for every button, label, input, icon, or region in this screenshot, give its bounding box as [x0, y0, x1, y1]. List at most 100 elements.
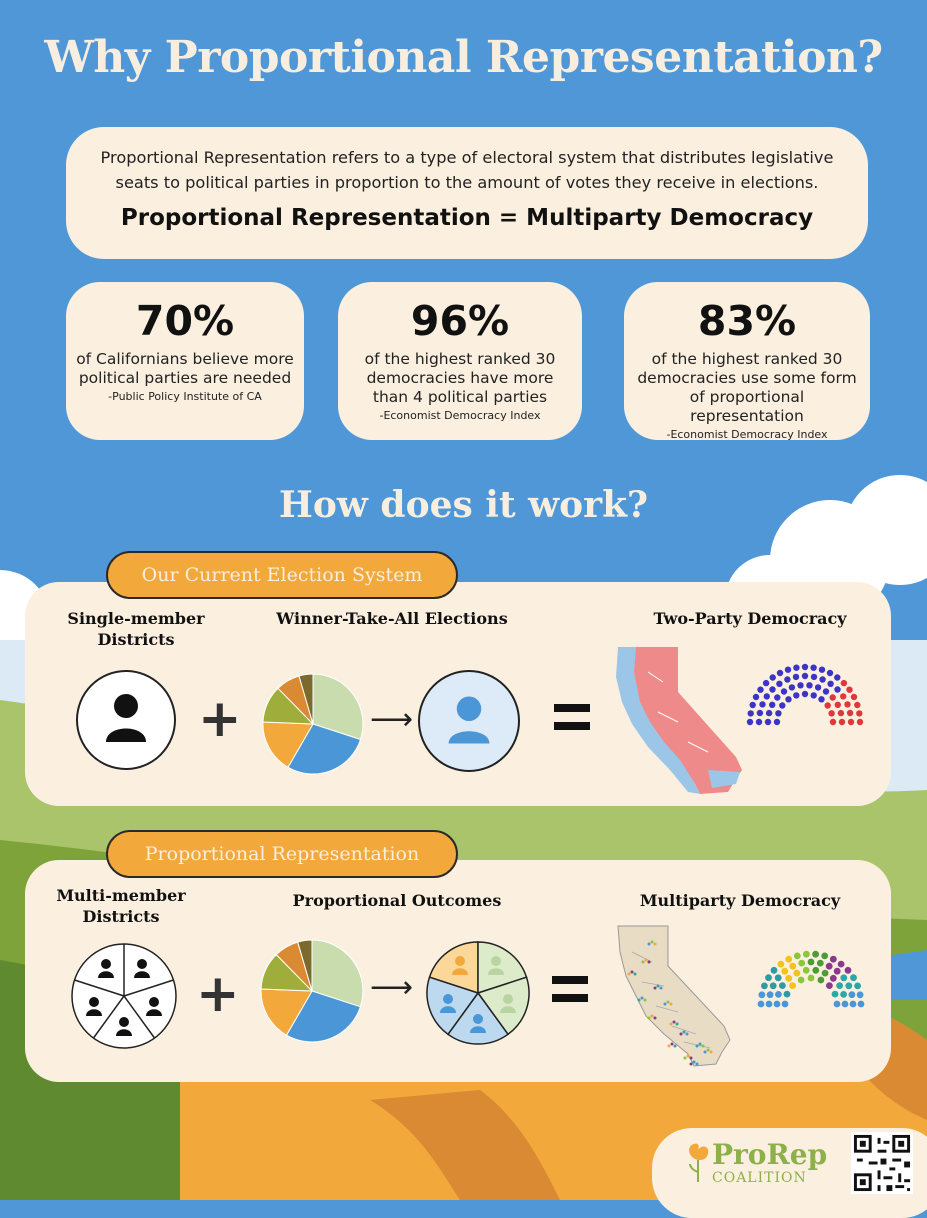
- parliament-seat: [821, 952, 829, 960]
- parliament-seat: [802, 966, 810, 974]
- stat-card-3: 83% of the highest ranked 30 democracies…: [624, 282, 870, 441]
- parliament-seat: [807, 958, 815, 966]
- proportional-pill: Proportional Representation: [106, 830, 458, 878]
- parliament-seat: [765, 709, 773, 717]
- parliament-seat: [829, 718, 837, 726]
- parliament-seat: [837, 960, 845, 968]
- multi-member-label: Multi-member Districts: [56, 886, 186, 926]
- parliament-seat: [847, 718, 855, 726]
- current-system-pill: Our Current Election System: [106, 551, 458, 599]
- parliament-seat: [759, 701, 766, 708]
- map-seat-dot: [682, 1030, 686, 1034]
- parliament-seat: [819, 676, 826, 683]
- map-seat-dot: [692, 1060, 696, 1064]
- single-member-circle: [76, 670, 176, 770]
- parliament-seat: [818, 696, 825, 703]
- parliament-seat: [785, 696, 792, 703]
- parliament-seat: [838, 718, 846, 726]
- parliament-seat: [828, 710, 835, 717]
- parliament-seat: [848, 991, 856, 999]
- map-seat-dot: [641, 960, 645, 964]
- parliament-seat: [814, 684, 822, 691]
- map-seat-dot: [667, 1044, 671, 1048]
- parliament-seat: [846, 709, 854, 717]
- parliament-seat: [824, 702, 831, 709]
- map-seat-dot: [672, 1020, 676, 1024]
- winner-pie-chart: [262, 673, 364, 775]
- parliament-seat: [749, 701, 756, 709]
- proportional-outcome-district-icon: [426, 941, 530, 1045]
- stat-text: of the highest ranked 30 democracies use…: [637, 350, 857, 425]
- intro-equation: Proportional Representation = Multiparty…: [120, 205, 814, 231]
- parliament-seat: [774, 694, 781, 701]
- parliament-seat: [826, 669, 834, 677]
- parliament-seat: [775, 991, 782, 998]
- parliament-seat: [763, 693, 770, 700]
- parliament-seat: [849, 1000, 857, 1008]
- qr-code[interactable]: [851, 1132, 913, 1194]
- parliament-seat: [854, 701, 861, 709]
- parliament-seat: [769, 686, 776, 693]
- parliament-seat: [831, 990, 839, 998]
- map-seat-dot: [653, 986, 657, 990]
- parliament-seat: [798, 959, 806, 967]
- multiparty-label: Multiparty Democracy: [639, 891, 841, 910]
- parliament-seat: [840, 679, 848, 687]
- map-seat-dot: [709, 1050, 713, 1054]
- proportional-outcomes-label: Proportional Outcomes: [292, 891, 502, 910]
- parliament-seat: [801, 663, 809, 671]
- parliament-seat: [766, 991, 774, 999]
- parliament-seat: [789, 962, 797, 970]
- parliament-seat: [775, 710, 782, 717]
- parliament-seat: [746, 718, 754, 726]
- parliament-seat: [784, 676, 791, 683]
- map-seat-dot: [640, 996, 644, 1000]
- single-member-label: Single-member Districts: [67, 609, 205, 649]
- map-seat-dot: [650, 1014, 654, 1018]
- parliament-seat: [834, 701, 841, 708]
- parliament-seat: [781, 1000, 789, 1008]
- map-seat-dot: [656, 984, 660, 988]
- stat-card-1: 70% of Californians believe more politic…: [66, 282, 304, 440]
- parliament-seat: [773, 718, 781, 726]
- parliament-seat: [834, 686, 841, 693]
- two-party-parliament: [746, 663, 864, 726]
- stat-source: -Public Policy Institute of CA: [108, 390, 262, 403]
- map-seat-dot: [673, 1044, 677, 1048]
- parliament-seat: [840, 991, 847, 998]
- parliament-seat: [757, 1000, 765, 1008]
- map-seat-dot: [647, 1016, 651, 1020]
- stat-source: -Economist Democracy Index: [666, 428, 828, 441]
- parliament-seat: [761, 982, 768, 990]
- plus-sign: +: [196, 964, 240, 1024]
- map-seat-dot: [666, 1000, 670, 1004]
- parliament-seat: [788, 684, 796, 691]
- map-seat-dot: [683, 1056, 687, 1060]
- logo-subtitle: COALITION: [712, 1170, 807, 1186]
- plus-sign: +: [198, 689, 242, 749]
- parliament-seat: [833, 1000, 841, 1008]
- map-seat-dot: [669, 1022, 673, 1026]
- arrow-icon: ⟶: [370, 970, 414, 1005]
- parliament-seat: [803, 950, 810, 958]
- parliament-seat: [829, 694, 836, 701]
- parliament-seat: [827, 680, 834, 687]
- parliament-seat: [856, 710, 863, 717]
- map-seat-dot: [627, 972, 631, 976]
- parliament-seat: [841, 1000, 849, 1008]
- map-seat-dot: [685, 1032, 689, 1036]
- map-seat-dot: [653, 942, 657, 946]
- parliament-seat: [812, 950, 819, 958]
- parliament-seat: [834, 674, 841, 681]
- map-seat-dot: [650, 940, 654, 944]
- person-icon: [448, 696, 490, 744]
- multiparty-parliament: [757, 950, 865, 1008]
- map-seat-dot: [679, 1032, 683, 1036]
- map-seat-dot: [647, 960, 651, 964]
- parliament-seat: [784, 666, 792, 673]
- proportional-pie-chart: [260, 939, 364, 1043]
- parliament-seat: [765, 974, 772, 982]
- parliament-seat: [785, 955, 793, 963]
- parliament-seat: [793, 692, 800, 699]
- map-seat-dot: [669, 1002, 673, 1006]
